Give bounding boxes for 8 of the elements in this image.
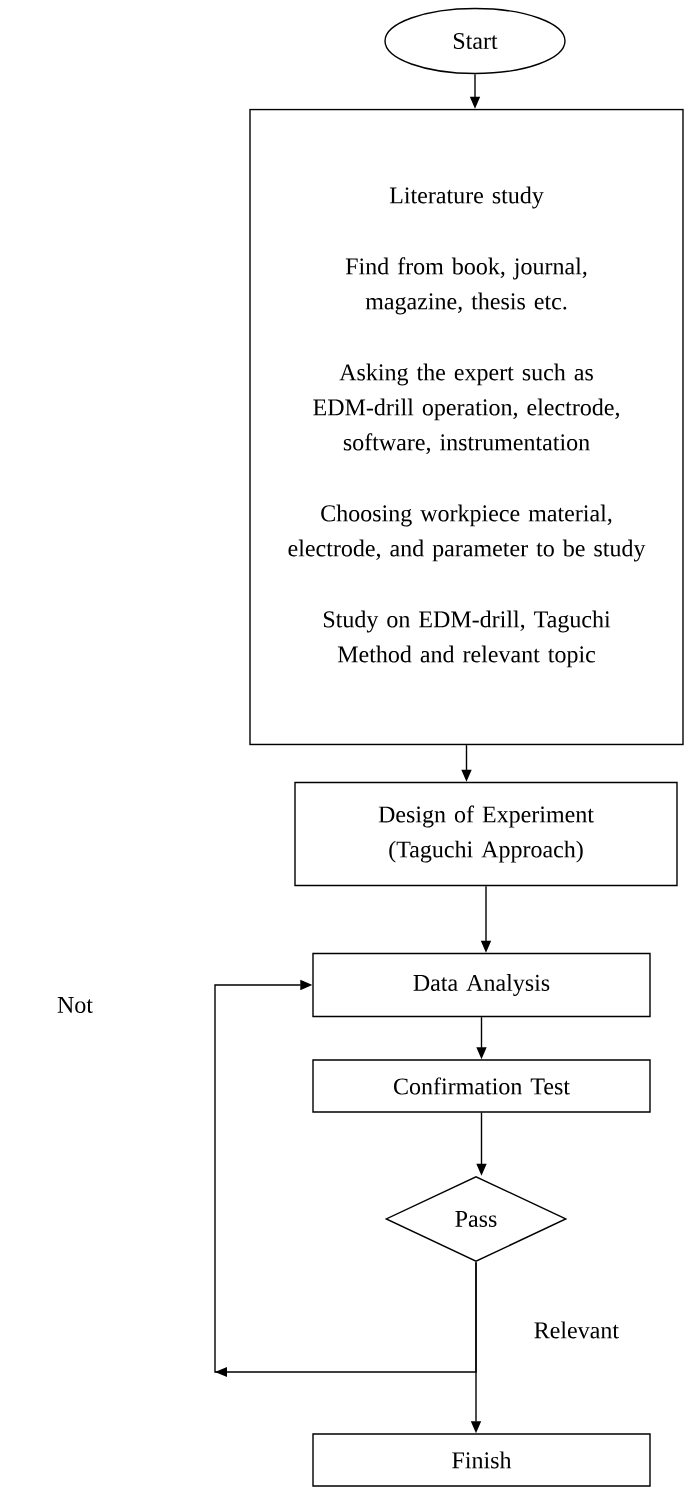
loop-arrow — [214, 979, 477, 1377]
process-box: Data Analysis — [312, 952, 651, 1018]
process-box: Literature study Find from book, journal, magazine, thesis etc. Asking the expert such as EDM-drill operation, electrode, software, instrumentation Choosing workpiece material, electrode, and parameter to be study Study on EDM-drill, Taguchi Method and relevant topic — [249, 108, 684, 746]
process-box: Design of Experiment (Taguchi Approach) — [294, 781, 678, 887]
note-text: Not — [57, 997, 93, 1013]
edge-label: Relevant — [531, 1319, 621, 1341]
process-box: Finish — [312, 1433, 651, 1487]
process-box: Confirmation Test — [312, 1059, 651, 1113]
